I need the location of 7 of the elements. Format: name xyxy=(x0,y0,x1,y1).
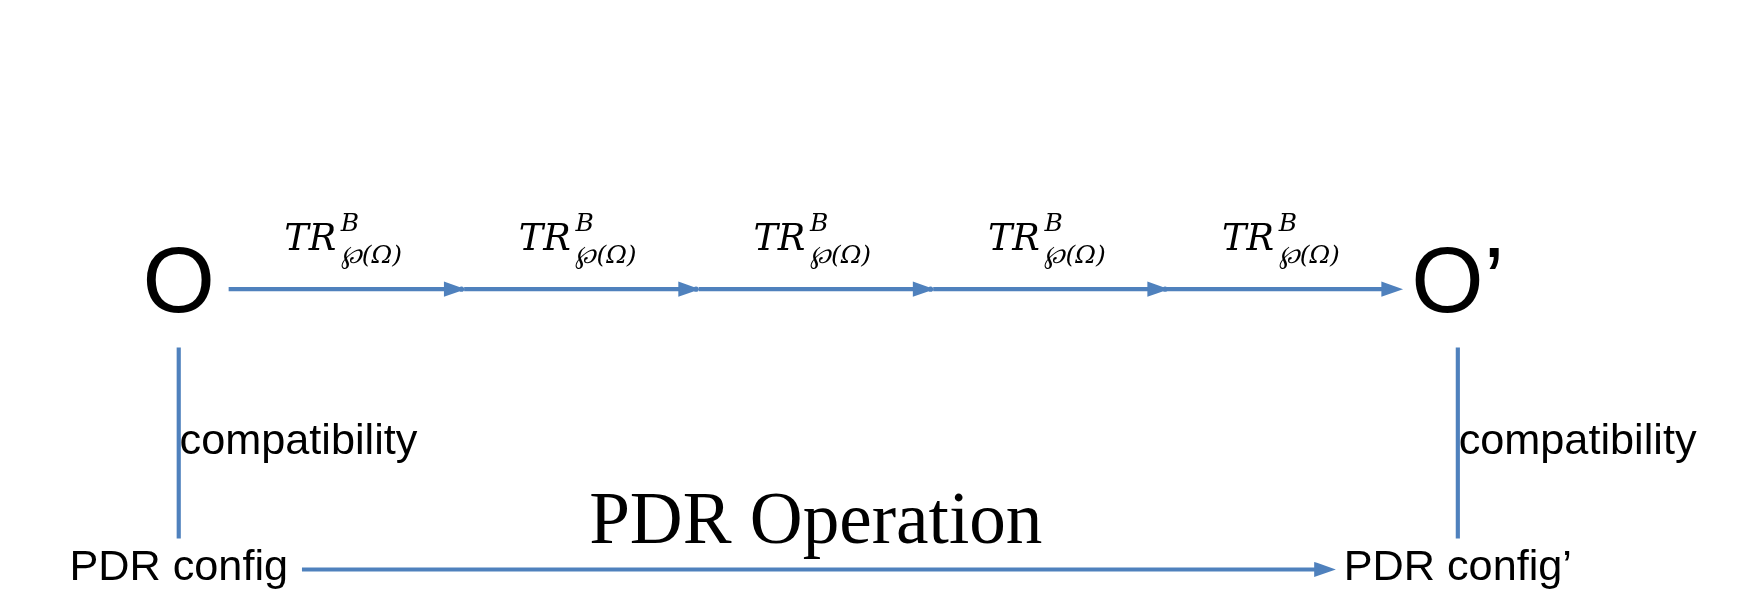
node-text: PDR config’ xyxy=(1343,540,1572,589)
node-text: O xyxy=(142,228,215,333)
node-text: PDR config xyxy=(68,540,288,589)
edge-label: compatibility xyxy=(1458,414,1697,463)
node-text: O’ xyxy=(1410,228,1504,333)
edge-label: PDR Operation xyxy=(588,478,1042,560)
edge-label: compatibility xyxy=(179,414,417,463)
